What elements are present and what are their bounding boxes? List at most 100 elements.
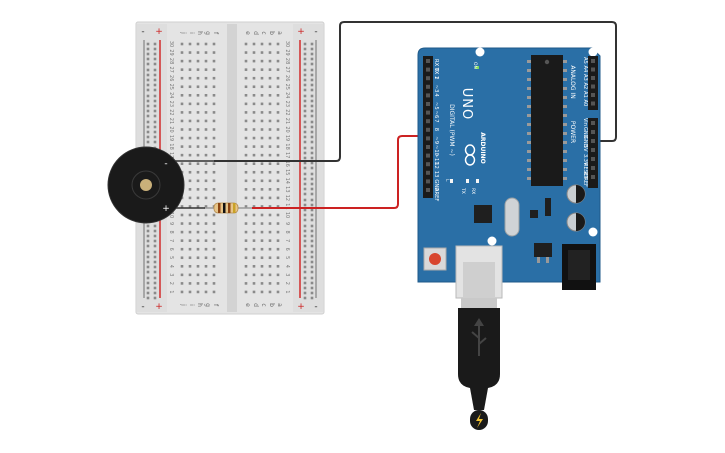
breadboard-hole[interactable] — [268, 59, 272, 63]
breadboard-hole[interactable] — [252, 85, 256, 89]
breadboard-hole[interactable] — [244, 213, 248, 217]
breadboard-hole[interactable] — [180, 145, 184, 148]
rail-hole[interactable] — [146, 57, 150, 61]
breadboard-hole[interactable] — [180, 59, 184, 63]
breadboard-hole[interactable] — [252, 256, 256, 260]
rail-hole[interactable] — [153, 73, 157, 77]
breadboard-hole[interactable] — [212, 68, 216, 71]
rail-hole[interactable] — [310, 99, 314, 103]
rail-hole[interactable] — [153, 265, 157, 269]
breadboard-hole[interactable] — [244, 76, 248, 80]
breadboard-hole[interactable] — [204, 145, 208, 148]
rail-hole[interactable] — [303, 281, 307, 285]
breadboard-hole[interactable] — [276, 162, 280, 165]
rail-hole[interactable] — [310, 156, 314, 160]
rail-hole[interactable] — [146, 229, 150, 233]
breadboard-hole[interactable] — [244, 153, 248, 157]
breadboard-hole[interactable] — [196, 119, 200, 123]
rail-hole[interactable] — [303, 177, 307, 181]
rail-hole[interactable] — [153, 52, 157, 56]
breadboard-hole[interactable] — [212, 94, 216, 97]
power-pin-hole[interactable] — [591, 121, 595, 125]
breadboard-hole[interactable] — [276, 256, 280, 260]
breadboard-hole[interactable] — [212, 290, 216, 294]
breadboard-hole[interactable] — [252, 170, 256, 174]
rail-hole[interactable] — [153, 281, 157, 285]
rail-hole[interactable] — [303, 265, 307, 269]
breadboard-hole[interactable] — [244, 102, 248, 106]
breadboard-hole[interactable] — [188, 239, 192, 242]
rail-hole[interactable] — [146, 94, 150, 98]
rail-hole[interactable] — [303, 94, 307, 98]
rail-hole[interactable] — [153, 130, 157, 134]
breadboard-hole[interactable] — [204, 273, 208, 277]
breadboard-hole[interactable] — [180, 239, 184, 242]
breadboard-hole[interactable] — [212, 239, 216, 242]
breadboard-hole[interactable] — [180, 85, 184, 89]
breadboard-hole[interactable] — [260, 290, 264, 294]
breadboard-hole[interactable] — [276, 51, 280, 54]
breadboard-hole[interactable] — [212, 119, 216, 123]
breadboard-hole[interactable] — [212, 136, 216, 140]
breadboard-hole[interactable] — [268, 230, 272, 234]
breadboard-hole[interactable] — [180, 119, 184, 123]
breadboard-hole[interactable] — [268, 205, 272, 208]
digital-pin-hole[interactable] — [426, 188, 430, 192]
rail-hole[interactable] — [310, 94, 314, 98]
breadboard-hole[interactable] — [188, 265, 192, 268]
rail-hole[interactable] — [303, 73, 307, 77]
breadboard-hole[interactable] — [188, 213, 192, 217]
gnd-wire-black[interactable] — [214, 21, 617, 162]
breadboard-hole[interactable] — [204, 265, 208, 268]
rail-hole[interactable] — [303, 140, 307, 144]
breadboard-hole[interactable] — [260, 256, 264, 260]
breadboard-hole[interactable] — [268, 188, 272, 191]
breadboard-hole[interactable] — [212, 59, 216, 63]
rail-hole[interactable] — [153, 244, 157, 248]
resistor[interactable] — [204, 202, 252, 214]
breadboard-hole[interactable] — [268, 119, 272, 123]
breadboard-hole[interactable] — [196, 94, 200, 97]
breadboard-hole[interactable] — [244, 170, 248, 174]
breadboard-hole[interactable] — [252, 51, 256, 54]
rail-hole[interactable] — [310, 73, 314, 77]
breadboard-hole[interactable] — [252, 213, 256, 217]
breadboard-hole[interactable] — [260, 162, 264, 165]
rail-hole[interactable] — [303, 291, 307, 295]
analog-pin-hole[interactable] — [591, 101, 595, 106]
breadboard-hole[interactable] — [268, 85, 272, 89]
rail-hole[interactable] — [303, 203, 307, 207]
breadboard-hole[interactable] — [244, 239, 248, 242]
rail-hole[interactable] — [310, 47, 314, 51]
breadboard-hole[interactable] — [204, 162, 208, 165]
rail-hole[interactable] — [303, 229, 307, 233]
breadboard-hole[interactable] — [196, 51, 200, 54]
breadboard-hole[interactable] — [196, 205, 200, 208]
breadboard-hole[interactable] — [260, 102, 264, 106]
rail-hole[interactable] — [146, 281, 150, 285]
rail-hole[interactable] — [146, 296, 150, 300]
breadboard-hole[interactable] — [196, 68, 200, 71]
rail-hole[interactable] — [303, 182, 307, 186]
breadboard-hole[interactable] — [244, 256, 248, 260]
rail-hole[interactable] — [303, 135, 307, 139]
piezo-buzzer[interactable]: - + — [107, 146, 214, 224]
breadboard-hole[interactable] — [276, 136, 280, 140]
breadboard-hole[interactable] — [260, 145, 264, 148]
breadboard-hole[interactable] — [244, 145, 248, 148]
rail-hole[interactable] — [153, 120, 157, 124]
breadboard-hole[interactable] — [268, 136, 272, 140]
rail-hole[interactable] — [153, 88, 157, 92]
digital-pin-hole[interactable] — [426, 136, 430, 141]
breadboard-hole[interactable] — [196, 188, 200, 191]
breadboard-hole[interactable] — [196, 247, 200, 251]
rail-hole[interactable] — [310, 161, 314, 165]
breadboard-hole[interactable] — [268, 256, 272, 260]
rail-hole[interactable] — [310, 270, 314, 274]
breadboard-hole[interactable] — [260, 94, 264, 97]
breadboard-hole[interactable] — [252, 273, 256, 277]
breadboard-hole[interactable] — [180, 102, 184, 106]
breadboard-hole[interactable] — [188, 145, 192, 148]
rail-hole[interactable] — [303, 255, 307, 259]
breadboard-hole[interactable] — [268, 162, 272, 165]
